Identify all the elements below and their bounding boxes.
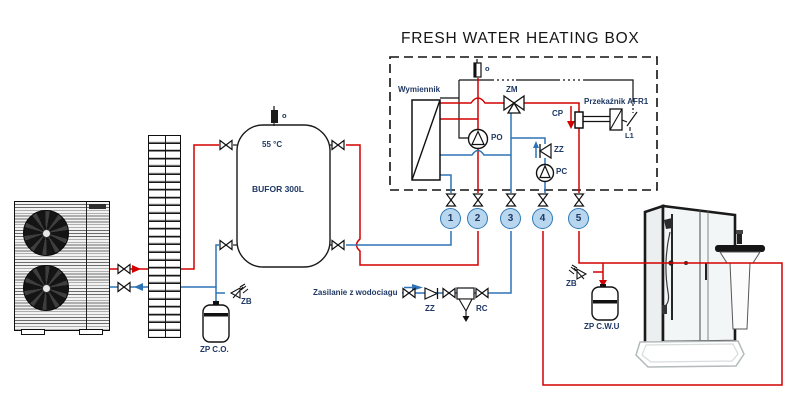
- safety-valve-dhw-icon: [568, 264, 588, 280]
- heat-pump-label-chip: [89, 204, 106, 209]
- buffer-sensor-label: o: [282, 111, 287, 120]
- fan-icon: [23, 265, 69, 311]
- valve-hp-supply: [117, 263, 131, 275]
- valve-buffer-bottom-right: [331, 239, 345, 251]
- valve-buffer-top-left: [219, 139, 233, 151]
- primary-pump-label: PO: [491, 133, 503, 142]
- expansion-vessel-dhw: [591, 284, 619, 321]
- shower-hose: [664, 231, 671, 307]
- exchanger-label: Wymiennik: [398, 85, 441, 94]
- valve-port-1: [445, 193, 457, 207]
- safety-valve-dhw-label: ZB: [566, 279, 577, 288]
- valve-supply-2: [442, 287, 456, 299]
- shower-head-icon: [664, 218, 673, 229]
- buffer-name: BUFOR 300L: [252, 184, 304, 194]
- flow-switch-label: CP: [552, 109, 564, 118]
- valve-buffer-top-right: [331, 139, 345, 151]
- switch-contact-icon: [626, 111, 638, 127]
- port-5: 5: [568, 208, 589, 229]
- safety-valve-heating-label: ZB: [241, 297, 252, 306]
- expansion-vessel-heating-label: ZP C.O.: [200, 345, 229, 354]
- port-4: 4: [532, 208, 553, 229]
- supply-check-valve-label: ZZ: [425, 304, 435, 313]
- mixing-valve-label: ZM: [506, 85, 518, 94]
- supply-line-label: Zasilanie z wodociagu: [313, 288, 398, 297]
- port-2: 2: [467, 208, 488, 229]
- heat-pump-foot: [21, 329, 45, 335]
- box-sensor-label: o: [485, 64, 490, 73]
- valve-supply-1: [402, 287, 416, 299]
- relay-line-label: L1: [625, 131, 634, 140]
- filter-icon: [456, 287, 475, 322]
- valve-supply-3: [475, 287, 489, 299]
- diagram-title: FRESH WATER HEATING BOX: [401, 30, 640, 47]
- buffer-sensor-icon: [271, 110, 278, 123]
- heating-box-border: [389, 56, 658, 191]
- valve-port-3: [505, 193, 517, 207]
- safety-valve-heating-icon: [229, 283, 249, 299]
- check-valve-box-label: ZZ: [554, 145, 564, 154]
- relay-icon: [583, 108, 638, 131]
- supply-check-valve-icon: [424, 287, 439, 300]
- valve-port-4: [537, 193, 549, 207]
- valve-port-2: [472, 193, 484, 207]
- relay-label: Przekaźnik AFR1: [584, 97, 649, 106]
- cold-water-pipes: [110, 112, 546, 305]
- mixing-valve-icon: [503, 94, 525, 114]
- sink: [715, 230, 765, 330]
- expansion-vessel-heating: [202, 301, 230, 343]
- port-1: 1: [440, 208, 461, 229]
- heat-exchanger: [411, 99, 441, 181]
- fan-icon: [23, 210, 69, 256]
- shutoff-valves: [117, 139, 585, 299]
- primary-pump-icon: [467, 128, 489, 150]
- heat-pump-unit: [14, 201, 110, 335]
- heat-pump-foot: [79, 329, 103, 335]
- circulation-pump-label: PC: [556, 167, 568, 176]
- shower-tray: [635, 340, 745, 368]
- circulation-pump-icon: [535, 163, 555, 183]
- filter-label: RC: [476, 304, 488, 313]
- flow-switch-icon: [574, 111, 584, 129]
- electrical-wiring: [440, 79, 634, 139]
- valve-hp-return: [117, 281, 131, 293]
- expansion-vessel-dhw-label: ZP C.W.U: [584, 322, 620, 331]
- valve-port-5: [573, 193, 585, 207]
- check-valve-box-icon: [538, 142, 552, 160]
- box-sensor-icon: [473, 59, 482, 78]
- buffer-temperature: 55 °C: [262, 140, 283, 149]
- wall-grid: [148, 135, 181, 338]
- port-3: 3: [500, 208, 521, 229]
- flow-arrows-hot: [132, 121, 607, 287]
- valve-buffer-bottom-left: [219, 239, 233, 251]
- shower-cabin: [635, 204, 745, 368]
